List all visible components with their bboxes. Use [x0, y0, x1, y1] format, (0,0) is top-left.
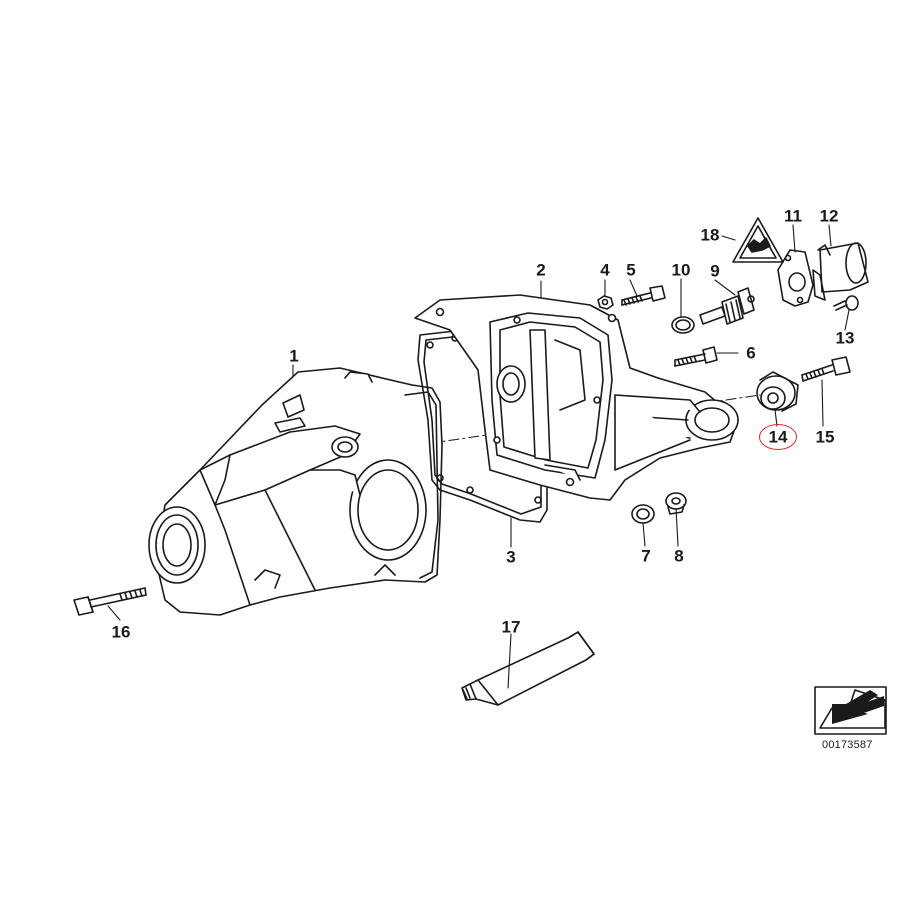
part-4-nut[interactable]	[598, 296, 613, 309]
callout-2: 2	[536, 260, 546, 280]
callout-1: 1	[289, 346, 299, 366]
callout-14-highlight-ring	[759, 424, 797, 450]
part-13-bolt[interactable]	[834, 296, 858, 310]
callout-12: 12	[819, 206, 839, 226]
part-5-bolt[interactable]	[622, 286, 665, 305]
part-11-bracket-plate[interactable]	[778, 250, 813, 306]
part-6-bolt[interactable]	[675, 347, 717, 366]
part-16-long-bolt[interactable]	[74, 588, 146, 615]
callout-17: 17	[501, 617, 521, 637]
callout-13: 13	[835, 328, 855, 348]
callout-14: 14	[768, 427, 788, 447]
callout-11: 11	[784, 206, 802, 226]
part-12-clamp-cover[interactable]	[813, 243, 868, 300]
callout-6: 6	[746, 343, 756, 363]
callout-15: 15	[815, 427, 835, 447]
callout-18: 18	[700, 225, 720, 245]
callout-4: 4	[600, 260, 610, 280]
callout-3: 3	[506, 547, 516, 567]
part-1-differential-housing[interactable]	[149, 368, 442, 615]
callout-10: 10	[671, 260, 691, 280]
callout-9: 9	[710, 261, 720, 281]
callout-16: 16	[111, 622, 131, 642]
part-15-bolt[interactable]	[802, 357, 850, 381]
part-10-o-ring[interactable]	[672, 317, 694, 333]
callout-5: 5	[626, 260, 636, 280]
document-id: 00173587	[822, 739, 873, 751]
leader-lines	[108, 225, 849, 688]
orientation-symbol	[815, 687, 886, 734]
part-17-sealant-tube[interactable]	[462, 632, 594, 705]
part-9-speed-sensor[interactable]	[700, 288, 754, 324]
part-14-rubber-bushing[interactable]	[757, 372, 798, 411]
part-18-warning-label[interactable]	[733, 218, 783, 262]
part-2-housing-cover[interactable]	[415, 295, 738, 500]
callout-8: 8	[674, 546, 684, 566]
callout-7: 7	[641, 546, 651, 566]
part-7-seal-ring[interactable]	[632, 505, 654, 523]
